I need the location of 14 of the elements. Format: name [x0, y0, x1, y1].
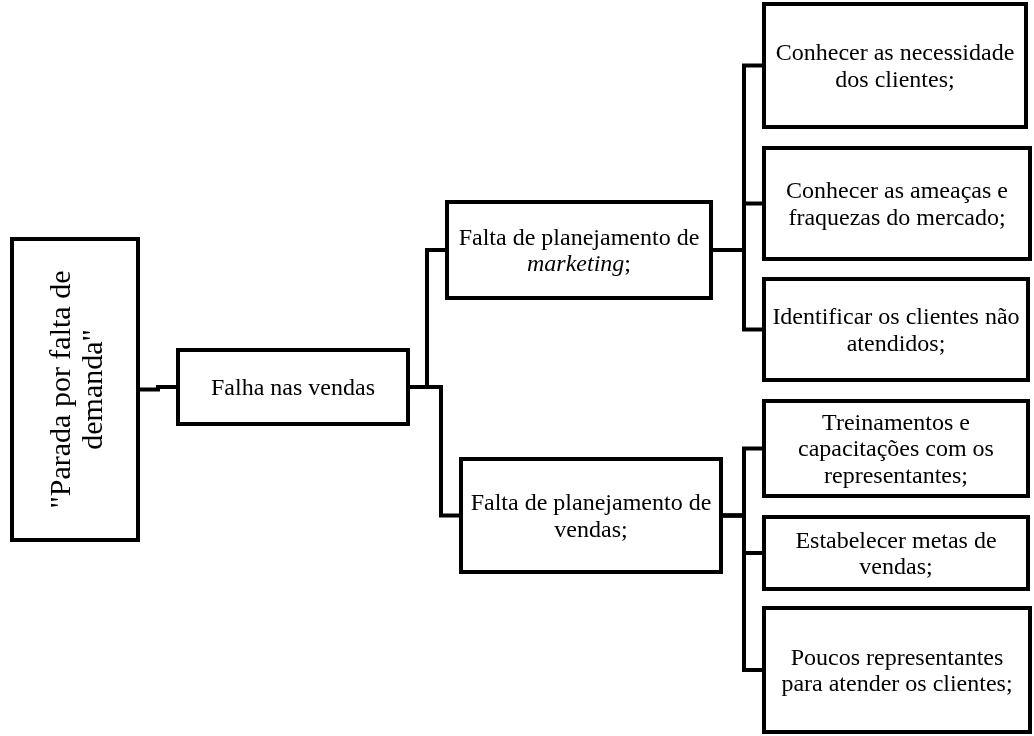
text-box: Poucos representantes para atender os clientes;: [762, 606, 1032, 734]
connector-line: [713, 248, 762, 332]
text-box: "Parada por falta de demanda": [10, 237, 140, 542]
text-box: Falta de planejamento de marketing;: [445, 200, 713, 300]
text-box: Estabelecer metas de vendas;: [762, 515, 1030, 591]
text-box: Treinamentos e capacitações com os representantes;: [762, 399, 1030, 498]
text-box: Conhecer as necessidade dos clientes;: [762, 2, 1028, 129]
text-box: Falta de planejamento de vendas;: [459, 457, 723, 574]
text-box: Conhecer as ameaças e fraquezas do mercado;: [762, 146, 1032, 261]
connector-line: [140, 385, 176, 392]
connector-line: [410, 385, 459, 518]
text-box: Falha nas vendas: [176, 348, 410, 426]
text-box: Identificar os clientes não atendidos;: [762, 277, 1030, 382]
connector-line: [723, 513, 762, 672]
